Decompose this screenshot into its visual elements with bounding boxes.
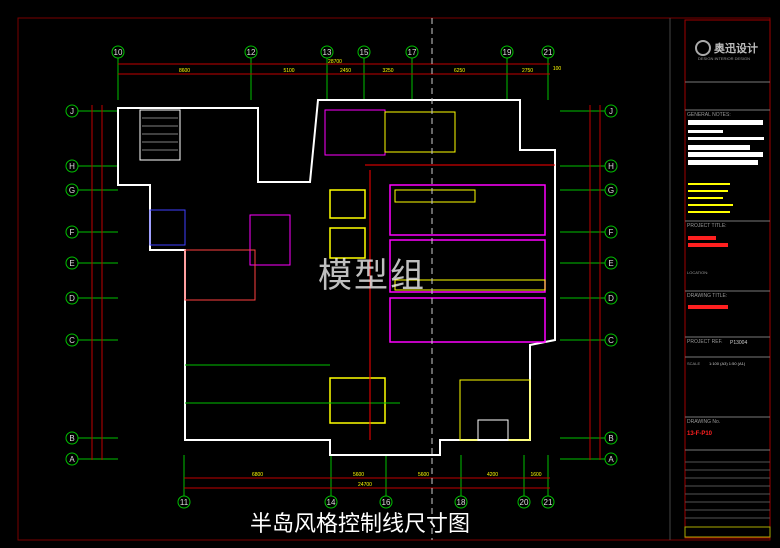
top-dim-1: 5100 [283, 68, 294, 74]
top-axis-17-label: 17 [408, 48, 417, 57]
project-ref-value: P13004 [730, 340, 748, 346]
title-block [669, 18, 771, 540]
drawing-caption: 半岛风格控制线尺寸图 [249, 512, 470, 537]
top-axis-15-label: 15 [360, 48, 369, 57]
bottom-axis-18-label: 18 [457, 498, 466, 507]
drawing-title-label: DRAWING TITLE: [687, 293, 728, 299]
bottom-axis-16-label: 16 [382, 498, 391, 507]
right-axis-J-label: J [609, 107, 613, 116]
floor-plan [117, 18, 556, 540]
right-axis-C-label: C [608, 336, 614, 345]
bottom-axis-20-label: 20 [520, 498, 529, 507]
top-dim-5: 2750 [522, 68, 533, 74]
location-label: LOCATION: [687, 270, 709, 275]
bottom-total-dim: 24700 [358, 482, 372, 488]
company-logo: 奥迅设计 [714, 43, 758, 55]
project-title-label: PROJECT TITLE: [687, 223, 727, 229]
scale-label: SCALE [687, 361, 701, 366]
bottom-dim-0: 6800 [252, 472, 263, 478]
top-dim-4: 6250 [454, 68, 465, 74]
top-axis-21-label: 21 [544, 48, 553, 57]
drawing-no-value: 13-F-P10 [687, 431, 713, 437]
bottom-axis-21-label: 21 [544, 498, 553, 507]
bottom-dim-3: 4200 [487, 472, 498, 478]
drawing-no-label: DRAWING No. [687, 419, 721, 425]
left-axis-B-label: B [69, 434, 74, 443]
edge-dim: 100 [553, 66, 562, 72]
right-axis-A-label: A [608, 455, 614, 464]
left-axis-E-label: E [69, 259, 74, 268]
bottom-dim-4: 1600 [530, 472, 541, 478]
left-axis-H-label: H [69, 162, 75, 171]
watermark: 模型组 [318, 256, 426, 296]
project-ref-label: PROJECT REF. [687, 339, 723, 345]
left-axis-F-label: F [70, 228, 75, 237]
left-axis-A-label: A [69, 455, 75, 464]
company-logo-sub: DESIGN INTERIOR DESIGN [698, 56, 751, 61]
top-total-dim: 28700 [328, 59, 342, 65]
general-notes-label: GENERAL NOTES: [687, 112, 731, 118]
bottom-axis-11-label: 11 [180, 498, 189, 507]
top-axis-13-label: 13 [323, 48, 332, 57]
grid-lines: 10 12 13 15 17 19 21 28700 8600 5100 2450 3250 6250 2… [65, 45, 618, 509]
logo-icon [695, 40, 711, 56]
left-axis-G-label: G [69, 186, 75, 195]
top-axis-12-label: 12 [247, 48, 256, 57]
left-axis-D-label: D [69, 294, 75, 303]
top-axis-19-label: 19 [503, 48, 512, 57]
bottom-dim-1: 5600 [353, 472, 364, 478]
right-axis-F-label: F [609, 228, 614, 237]
right-axis-E-label: E [608, 259, 613, 268]
bottom-dim-2: 5600 [418, 472, 429, 478]
scale-value: 1:100 (A3) 1:50 (A1) [709, 361, 746, 366]
right-axis-H-label: H [608, 162, 614, 171]
left-axis-C-label: C [69, 336, 75, 345]
top-dim-0: 8600 [179, 68, 190, 74]
right-axis-B-label: B [608, 434, 613, 443]
left-axis-J-label: J [70, 107, 74, 116]
bottom-axis-14-label: 14 [327, 498, 336, 507]
top-dim-3: 3250 [382, 68, 393, 74]
top-axis-10-label: 10 [114, 48, 123, 57]
top-dim-2: 2450 [340, 68, 351, 74]
right-axis-G-label: G [608, 186, 614, 195]
right-axis-D-label: D [608, 294, 614, 303]
